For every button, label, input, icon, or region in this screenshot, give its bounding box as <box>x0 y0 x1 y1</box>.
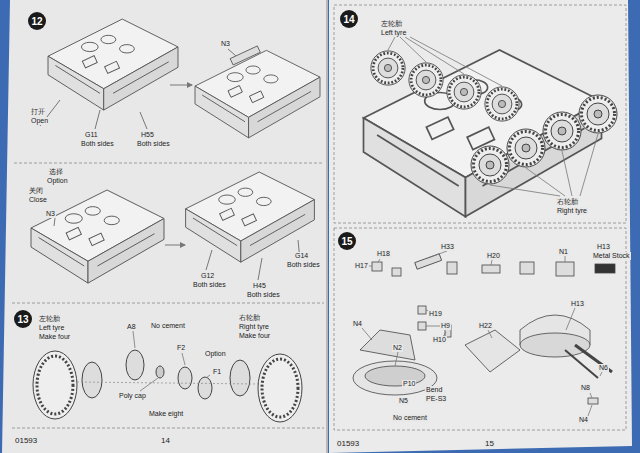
part-number: H55 <box>140 131 155 139</box>
callout-text: 14 <box>160 437 171 445</box>
callout-text: Left tyre <box>380 29 407 37</box>
step-number-text: 12 <box>31 16 42 27</box>
callout-text: 打开 <box>30 108 46 116</box>
callout-text: Both sides <box>286 261 321 269</box>
step-number-text: 14 <box>343 14 354 25</box>
step-number-text: 15 <box>341 236 352 247</box>
callout-text: 01593 <box>14 437 38 445</box>
callout-text: Bend <box>425 386 443 394</box>
step-number: 13 <box>14 310 32 328</box>
callout-text: 01593 <box>336 440 360 448</box>
left-page <box>2 0 326 453</box>
part-number: N6 <box>598 364 609 372</box>
step-number: 15 <box>338 232 356 250</box>
callout-text: Metal Stock <box>592 252 631 260</box>
step12-art <box>31 19 320 283</box>
page-fold <box>326 0 328 453</box>
callout-text: 选择 <box>48 168 64 176</box>
part-number: N8 <box>580 384 591 392</box>
part-number: N4 <box>578 416 589 424</box>
part-number: G12 <box>200 272 215 280</box>
callout-text: Both sides <box>80 140 115 148</box>
part-number: F2 <box>176 344 186 352</box>
part-number: H19 <box>428 310 443 318</box>
step15-art <box>353 251 615 416</box>
part-number: PE-S3 <box>425 395 447 403</box>
callout-text: Left tyre <box>38 324 65 332</box>
part-number: H33 <box>440 243 455 251</box>
callout-text: Close <box>28 196 48 204</box>
part-number: N3 <box>220 40 231 48</box>
callout-text: Option <box>204 350 227 358</box>
callout-text: Right tyre <box>238 323 270 331</box>
part-number: H10 <box>432 336 447 344</box>
callout-text: 关闭 <box>28 187 44 195</box>
part-number: H13 <box>596 243 611 251</box>
part-number: G14 <box>294 252 309 260</box>
step14-art <box>364 37 618 217</box>
callout-text: Open <box>30 117 49 125</box>
part-number: N5 <box>398 397 409 405</box>
callout-text: 左轮胎 <box>380 20 403 28</box>
part-number: N2 <box>392 344 403 352</box>
part-number: H17 <box>354 262 369 270</box>
callout-text: Right tyre <box>556 207 588 215</box>
part-number: H45 <box>252 282 267 290</box>
callout-text: Both sides <box>192 281 227 289</box>
callout-text: Both sides <box>246 291 281 299</box>
callout-text: Make four <box>238 332 271 340</box>
part-number: H22 <box>478 322 493 330</box>
part-number: H13 <box>570 300 585 308</box>
part-number: H20 <box>486 252 501 260</box>
step-number-text: 13 <box>17 314 28 325</box>
callout-text: 左轮胎 <box>38 315 61 323</box>
part-number: G11 <box>84 131 99 139</box>
step-number: 12 <box>28 12 46 30</box>
part-number: A8 <box>126 323 137 331</box>
callout-text: 右轮胎 <box>556 198 579 206</box>
part-number: H9 <box>440 322 451 330</box>
callout-text: Make four <box>38 333 71 341</box>
callout-text: 右轮胎 <box>238 314 261 322</box>
step13-art <box>33 331 302 422</box>
callout-text: No cement <box>392 414 428 422</box>
callout-text: Make eight <box>148 410 184 418</box>
part-number: N3 <box>45 210 56 218</box>
part-number: N1 <box>558 248 569 256</box>
part-number: F1 <box>212 368 222 376</box>
callout-text: Poly cap <box>118 392 147 400</box>
callout-text: Option <box>46 177 69 185</box>
step-number: 14 <box>340 10 358 28</box>
callout-text: 15 <box>484 440 495 448</box>
part-number: N4 <box>352 320 363 328</box>
part-number: P10 <box>402 380 416 388</box>
part-number: H18 <box>376 250 391 258</box>
callout-text: Both sides <box>136 140 171 148</box>
right-page <box>329 0 632 453</box>
callout-text: No cement <box>150 322 186 330</box>
panel-lines <box>12 5 626 430</box>
